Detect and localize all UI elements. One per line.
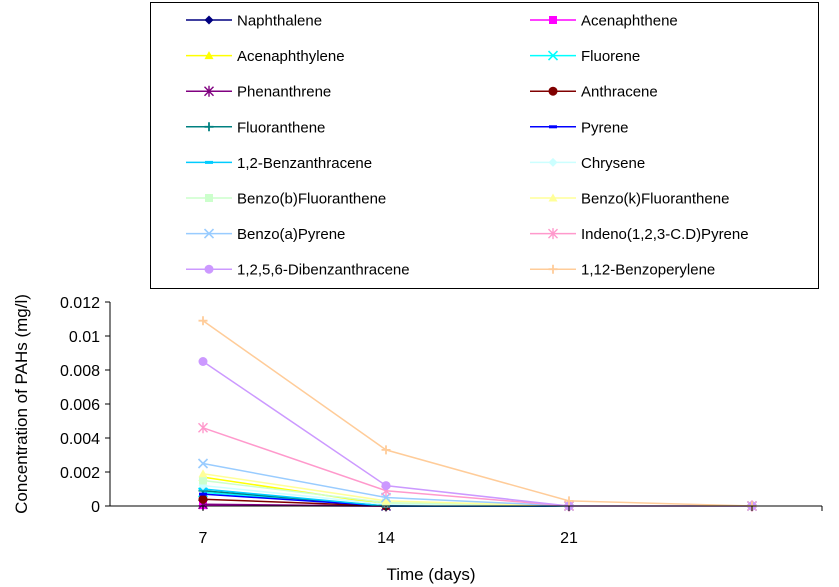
legend-entry: Naphthalene [186, 13, 322, 30]
legend-label: Indeno(1,2,3-C.D)Pyrene [581, 226, 749, 243]
data-point [199, 492, 207, 496]
data-point [198, 357, 208, 366]
legend-marker [547, 50, 559, 61]
legend-marker [548, 264, 558, 274]
plot-area [197, 316, 758, 512]
legend-label: Fluoranthene [237, 119, 325, 136]
legend-box [150, 2, 819, 289]
legend-label: Benzo(a)Pyrene [237, 226, 345, 243]
legend-label: Benzo(b)Fluoranthene [237, 191, 386, 208]
legend-entry: Benzo(a)Pyrene [186, 226, 345, 243]
y-axis-ticks: 0 0.002 0.004 0.006 0.008 0.01 0.012 [60, 295, 110, 516]
y-tick-label: 0.006 [60, 397, 100, 414]
legend-label: Fluorene [581, 48, 640, 65]
legend-label: Pyrene [581, 119, 629, 136]
legend-label: Naphthalene [237, 13, 322, 30]
y-axis-title: Concentration of PAHs (mg/l) [12, 294, 31, 514]
legend-entry: Fluoranthene [186, 119, 325, 136]
data-point [197, 458, 209, 469]
x-tick-label: 21 [560, 530, 578, 547]
data-point [381, 496, 391, 505]
data-point [198, 422, 208, 434]
legend-marker [204, 264, 214, 274]
x-tick-label: 14 [377, 530, 395, 547]
legend-label: Acenaphthene [581, 13, 678, 30]
y-tick-label: 0 [91, 499, 100, 516]
legend-entry: Fluorene [530, 48, 640, 65]
legend-marker [204, 122, 214, 132]
legend-entry: 1,12-Benzoperylene [530, 262, 715, 279]
y-tick-label: 0.002 [60, 465, 100, 482]
legend-label: 1,2,5,6-Dibenzanthracene [237, 262, 410, 279]
legend-marker [204, 85, 214, 97]
legend-entry: Indeno(1,2,3-C.D)Pyrene [530, 226, 749, 243]
legend-marker [204, 51, 214, 60]
data-point [199, 476, 207, 485]
x-axis-ticks: 7 14 21 [199, 506, 823, 547]
legend-entry: Anthracene [530, 84, 658, 101]
legend-marker [549, 16, 557, 24]
legend-entry: Benzo(k)Fluoranthene [530, 191, 729, 208]
legend-entry: Acenaphthylene [186, 48, 345, 65]
legend-entry: Benzo(b)Fluoranthene [186, 191, 386, 208]
x-axis-title: Time (days) [386, 565, 475, 584]
y-tick-label: 0.008 [60, 363, 100, 380]
legend-marker [548, 86, 558, 96]
x-tick-label: 7 [199, 530, 208, 547]
legend-marker [549, 125, 557, 129]
legend-marker [205, 160, 213, 164]
legend-marker [548, 157, 558, 167]
data-point [198, 316, 208, 326]
legend-label: Phenanthrene [237, 84, 331, 101]
legend-label: Acenaphthylene [237, 48, 345, 65]
series-line [202, 360, 752, 507]
legend-entry: 1,2-Benzanthracene [186, 155, 372, 172]
legend-marker [548, 193, 558, 202]
legend-entry: Phenanthrene [186, 84, 331, 101]
y-tick-label: 0.012 [60, 295, 100, 312]
series-14 [198, 357, 757, 511]
y-tick-label: 0.01 [69, 329, 100, 346]
legend-entry: Pyrene [530, 119, 629, 136]
legend-label: Anthracene [581, 84, 658, 101]
legend-marker [548, 228, 558, 240]
legend-label: 1,2-Benzanthracene [237, 155, 372, 172]
data-point [564, 496, 574, 506]
legend-label: Chrysene [581, 155, 645, 172]
legend-entry: Acenaphthene [530, 13, 678, 30]
legend-entry: Chrysene [530, 155, 645, 172]
legend-label: Benzo(k)Fluoranthene [581, 191, 729, 208]
data-point [381, 481, 391, 491]
data-point [198, 494, 208, 504]
y-tick-label: 0.004 [60, 431, 100, 448]
legend-marker [203, 228, 215, 239]
series-line [202, 320, 753, 507]
legend-marker [205, 194, 213, 202]
legend-marker [204, 15, 214, 25]
data-point [198, 469, 208, 478]
legend-entry: 1,2,5,6-Dibenzanthracene [186, 262, 410, 279]
data-point [381, 445, 391, 455]
legend-label: 1,12-Benzoperylene [581, 262, 715, 279]
series-15 [198, 316, 757, 511]
